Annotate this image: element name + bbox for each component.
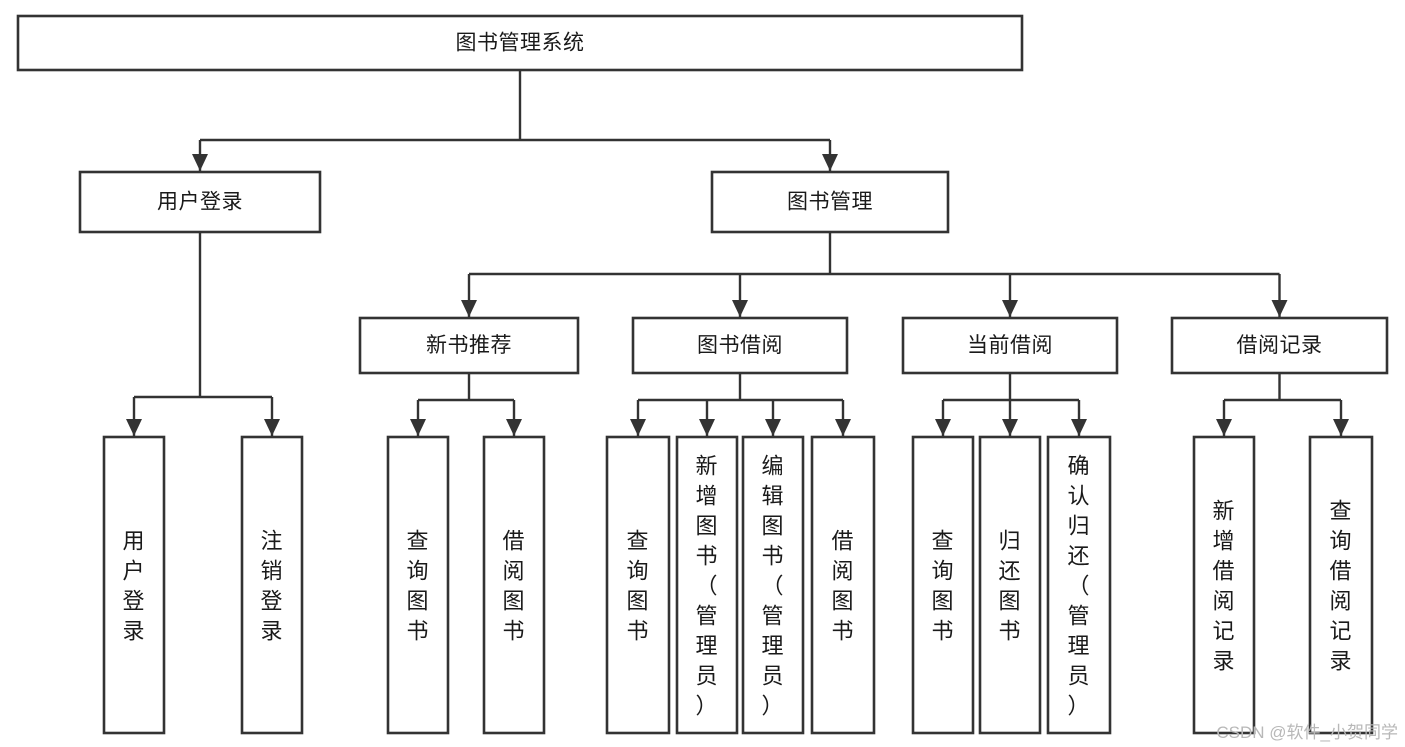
arrow-head-icon [935, 419, 951, 436]
node-book-borrow[interactable]: 图书借阅 [631, 316, 849, 375]
node-leaf-query-book-2[interactable]: 查询图书 [605, 435, 671, 735]
node-book-manage-box[interactable] [710, 170, 950, 234]
node-borrow-record[interactable]: 借阅记录 [1170, 316, 1389, 375]
node-borrow-record-box[interactable] [1170, 316, 1389, 375]
node-current-borrow[interactable]: 当前借阅 [901, 316, 1119, 375]
node-leaf-add-record-box[interactable] [1192, 435, 1256, 735]
node-root-system[interactable]: 图书管理系统 [16, 14, 1024, 72]
node-current-borrow-box[interactable] [901, 316, 1119, 375]
node-book-borrow-label: 图书借阅 [697, 334, 783, 357]
arrow-head-icon [1216, 419, 1232, 436]
node-leaf-query-book-3[interactable]: 查询图书 [911, 435, 975, 735]
node-leaf-borrow-book-1[interactable]: 借阅图书 [482, 435, 546, 735]
node-leaf-add-record[interactable]: 新增借阅记录 [1192, 435, 1256, 735]
arrow-head-icon [765, 419, 781, 436]
node-leaf-add-book-label: 新增图书（管理员） [695, 453, 718, 718]
node-layer: 图书管理系统用户登录图书管理新书推荐图书借阅当前借阅借阅记录用户登录注销登录查询… [16, 14, 1389, 735]
node-leaf-borrow-book-2-box[interactable] [810, 435, 876, 735]
node-leaf-user-login[interactable]: 用户登录 [102, 435, 166, 735]
node-leaf-return-book-label: 归还图书 [998, 528, 1021, 643]
node-leaf-borrow-book-2-label: 借阅图书 [831, 528, 854, 643]
node-leaf-logout-box[interactable] [240, 435, 304, 735]
arrow-head-icon [1333, 419, 1349, 436]
node-root-system-label: 图书管理系统 [456, 32, 585, 55]
watermark-label: CSDN @软件_小贺同学 [1216, 723, 1398, 742]
arrow-head-icon [506, 419, 522, 436]
node-leaf-user-login-label: 用户登录 [122, 528, 145, 643]
arrow-head-icon [1002, 419, 1018, 436]
node-leaf-query-book-1-box[interactable] [386, 435, 450, 735]
arrow-head-icon [264, 419, 280, 436]
node-leaf-logout[interactable]: 注销登录 [240, 435, 304, 735]
node-book-manage-label: 图书管理 [787, 191, 873, 214]
node-leaf-query-book-1-label: 查询图书 [406, 528, 429, 643]
node-user-login-label: 用户登录 [157, 191, 243, 214]
node-leaf-query-book-3-label: 查询图书 [931, 528, 954, 643]
node-root-system-box[interactable] [16, 14, 1024, 72]
node-book-borrow-box[interactable] [631, 316, 849, 375]
node-current-borrow-label: 当前借阅 [967, 334, 1053, 357]
node-leaf-query-book-3-box[interactable] [911, 435, 975, 735]
arrow-head-icon [192, 154, 208, 171]
node-leaf-edit-book-box[interactable] [741, 435, 805, 735]
node-leaf-add-book-box[interactable] [675, 435, 739, 735]
arrow-head-icon [822, 154, 838, 171]
node-leaf-confirm-return[interactable]: 确认归还（管理员） [1046, 435, 1112, 735]
connector-layer [126, 70, 1349, 436]
node-leaf-user-login-box[interactable] [102, 435, 166, 735]
node-leaf-borrow-book-1-box[interactable] [482, 435, 546, 735]
node-new-book-rec[interactable]: 新书推荐 [358, 316, 580, 375]
arrow-head-icon [410, 419, 426, 436]
arrow-head-icon [699, 419, 715, 436]
node-leaf-confirm-return-label: 确认归还（管理员） [1067, 453, 1090, 718]
node-leaf-logout-label: 注销登录 [260, 528, 283, 643]
node-leaf-borrow-book-1-label: 借阅图书 [502, 528, 525, 643]
arrow-head-icon [732, 300, 748, 317]
arrow-head-icon [1071, 419, 1087, 436]
arrow-head-icon [630, 419, 646, 436]
node-leaf-confirm-return-box[interactable] [1046, 435, 1112, 735]
node-leaf-return-book[interactable]: 归还图书 [978, 435, 1042, 735]
node-leaf-edit-book[interactable]: 编辑图书（管理员） [741, 435, 805, 735]
node-user-login-box[interactable] [78, 170, 322, 234]
arrow-head-icon [126, 419, 142, 436]
arrow-head-icon [1002, 300, 1018, 317]
node-new-book-rec-box[interactable] [358, 316, 580, 375]
node-leaf-borrow-book-2[interactable]: 借阅图书 [810, 435, 876, 735]
arrow-head-icon [835, 419, 851, 436]
node-leaf-edit-book-label: 编辑图书（管理员） [761, 453, 784, 718]
node-leaf-query-record-box[interactable] [1308, 435, 1374, 735]
node-leaf-add-record-label: 新增借阅记录 [1212, 498, 1235, 673]
node-borrow-record-label: 借阅记录 [1237, 334, 1323, 357]
node-leaf-return-book-box[interactable] [978, 435, 1042, 735]
arrow-head-icon [1271, 300, 1288, 317]
node-leaf-query-record-label: 查询借阅记录 [1329, 498, 1352, 673]
node-user-login[interactable]: 用户登录 [78, 170, 322, 234]
node-new-book-rec-label: 新书推荐 [426, 334, 512, 357]
node-leaf-query-record[interactable]: 查询借阅记录 [1308, 435, 1374, 735]
arrow-head-icon [461, 300, 477, 317]
node-book-manage[interactable]: 图书管理 [710, 170, 950, 234]
node-leaf-query-book-1[interactable]: 查询图书 [386, 435, 450, 735]
node-leaf-add-book[interactable]: 新增图书（管理员） [675, 435, 739, 735]
node-leaf-query-book-2-label: 查询图书 [626, 528, 649, 643]
node-leaf-query-book-2-box[interactable] [605, 435, 671, 735]
